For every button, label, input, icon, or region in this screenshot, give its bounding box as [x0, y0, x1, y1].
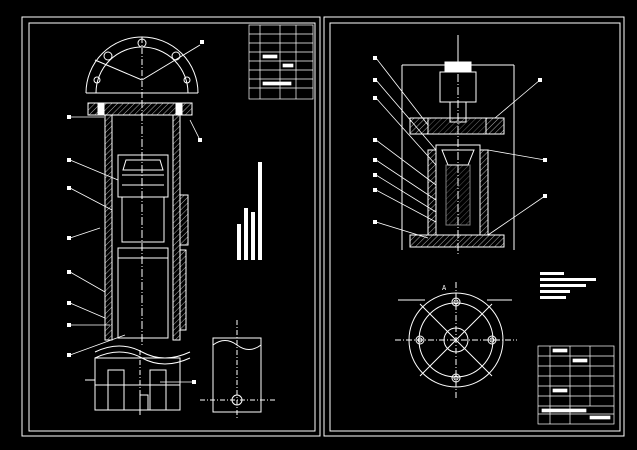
press-head-assembly: [401, 35, 515, 255]
right-callout-leaders: [375, 57, 546, 239]
left-parts-table: [248, 24, 314, 100]
flange-plan-view: [395, 282, 517, 398]
left-callout-ticks: [67, 40, 204, 384]
right-sheet-outer-border: [323, 16, 625, 437]
bar-detail: [237, 162, 262, 260]
section-mark: A: [442, 284, 447, 292]
left-callout-leaders: [69, 116, 201, 383]
right-sheet: A: [323, 16, 625, 437]
top-flange-arc-view: [85, 36, 201, 100]
technical-notes-block: [540, 272, 596, 299]
section-mark-label: A: [442, 284, 447, 292]
left-sheet-outer-border: [21, 16, 321, 437]
lower-base-section: [85, 350, 181, 415]
side-section-detail: [200, 320, 275, 420]
left-sheet-inner-border: [28, 22, 316, 432]
left-sheet: [21, 16, 321, 437]
top-cap-plate: [87, 102, 193, 116]
cylinder-body: [94, 100, 191, 365]
right-callout-ticks: [373, 56, 547, 224]
right-sheet-inner-border: [329, 22, 621, 432]
right-title-block: [537, 345, 615, 425]
